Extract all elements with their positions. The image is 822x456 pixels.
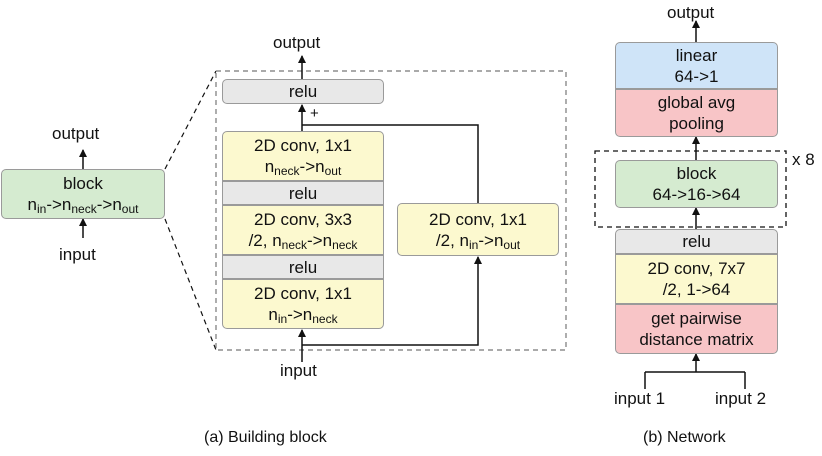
net-output-label: output	[667, 3, 715, 22]
net-block-title: block	[676, 164, 717, 183]
net-conv-line2: /2, 1->64	[662, 280, 731, 299]
net-pool-line1: global avg	[657, 93, 736, 112]
bb-conv3-box: 2D conv, 1x1 nin->nneck	[222, 279, 384, 329]
building-block-frame	[215, 70, 567, 351]
net-pairwise-line2: distance matrix	[639, 330, 754, 349]
zoom-line-bottom	[164, 218, 217, 351]
bb-skip-conv-box: 2D conv, 1x1 /2, nin->nout	[397, 203, 559, 256]
net-relu-box: relu	[615, 229, 778, 254]
net-block-box: block 64->16->64	[615, 160, 778, 208]
skip-input-path	[302, 256, 482, 346]
left-block-box: block nin->nneck->nout	[1, 169, 165, 219]
bb-conv3-dims: nin->nneck	[268, 305, 338, 326]
bb-conv2-dims: /2, nneck->nneck	[248, 231, 358, 252]
net-caption: (b) Network	[643, 429, 726, 446]
bb-relu-mid1: relu	[222, 181, 384, 205]
net-pool-line2: pooling	[669, 114, 724, 133]
bb-conv2-title: 2D conv, 3x3	[254, 210, 352, 229]
net-pairwise-line1: get pairwise	[651, 309, 742, 328]
bb-skip-conv-title: 2D conv, 1x1	[429, 209, 527, 229]
bb-conv1-dims: nneck->nout	[264, 157, 342, 178]
left-output-label: output	[52, 124, 100, 143]
net-conv-line1: 2D conv, 7x7	[647, 259, 746, 278]
bb-relu-top: relu	[222, 79, 384, 104]
bb-caption: (a) Building block	[204, 429, 327, 446]
net-linear-dim: 64->1	[674, 66, 719, 86]
net-block-dim: 64->16->64	[652, 185, 741, 204]
net-linear-box: linear 64->1	[615, 42, 778, 89]
net-pairwise-box: get pairwise distance matrix	[615, 304, 778, 354]
net-pool-box: global avg pooling	[615, 89, 778, 137]
network-block-frame	[594, 150, 787, 228]
net-linear-title: linear	[675, 45, 718, 65]
net-input1-label: input 1	[614, 389, 666, 408]
bb-relu-mid2: relu	[222, 255, 384, 279]
bb-conv1-title: 2D conv, 1x1	[254, 136, 352, 155]
net-input2-label: input 2	[715, 389, 767, 408]
skip-output-path	[302, 124, 479, 203]
left-input-label: input	[59, 245, 96, 264]
net-conv-box: 2D conv, 7x7 /2, 1->64	[615, 254, 778, 304]
left-block-dims: nin->nneck->nout	[27, 195, 139, 216]
bb-conv3-title: 2D conv, 1x1	[254, 284, 352, 303]
bb-input-label: input	[280, 361, 317, 380]
net-repeat-label: x 8	[792, 150, 815, 169]
bb-conv2-box: 2D conv, 3x3 /2, nneck->nneck	[222, 205, 384, 255]
bb-plus-sign: +	[310, 105, 319, 122]
bb-skip-conv-dims: /2, nin->nout	[435, 230, 521, 252]
zoom-line-top	[164, 70, 217, 170]
bb-conv1-box: 2D conv, 1x1 nneck->nout	[222, 131, 384, 181]
bb-output-label: output	[273, 33, 321, 52]
left-block-title: block	[63, 174, 103, 193]
